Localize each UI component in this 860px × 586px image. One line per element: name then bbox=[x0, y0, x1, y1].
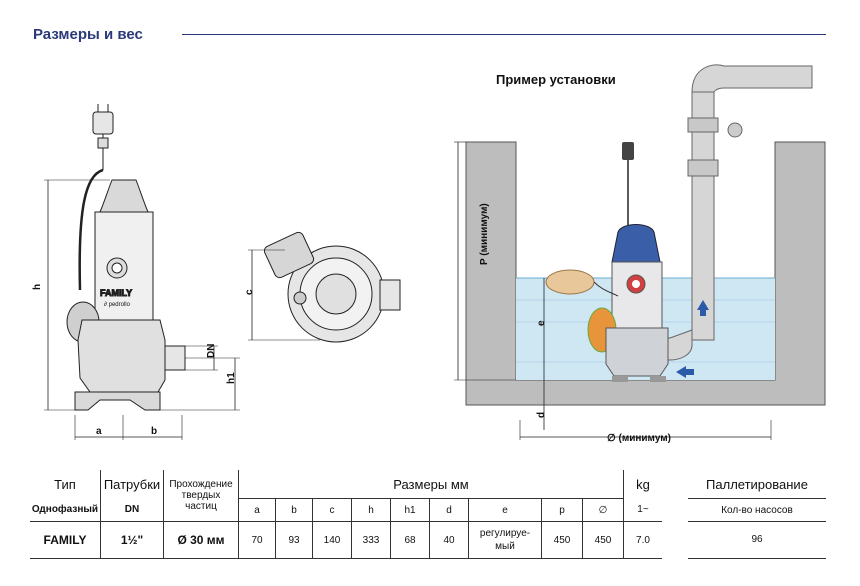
row-dim: 333 bbox=[351, 521, 391, 559]
dim-b: b bbox=[151, 426, 157, 437]
row-type: FAMILY bbox=[43, 533, 87, 547]
section-title: Размеры и вес bbox=[33, 26, 143, 43]
dim-e: e bbox=[536, 320, 547, 326]
dim-p-min: P (минимум) bbox=[479, 203, 490, 265]
dim-c: c bbox=[244, 289, 255, 295]
row-dim: 93 bbox=[275, 521, 313, 559]
row-weight: 7.0 bbox=[623, 521, 662, 559]
dim-header: h1 bbox=[390, 498, 430, 522]
row-dim: 40 bbox=[429, 521, 469, 559]
brand-label: FAMILY bbox=[100, 288, 132, 298]
dim-h: h bbox=[32, 284, 43, 290]
dim-dn: DN bbox=[206, 344, 217, 358]
row-dim-e: регулируе- мый bbox=[468, 521, 542, 559]
row-dim: 70 bbox=[238, 521, 276, 559]
pallet-value: 96 bbox=[688, 522, 826, 559]
pump-top-view bbox=[248, 231, 401, 343]
dim-header: d bbox=[429, 498, 469, 522]
install-title: Пример установки bbox=[496, 72, 616, 87]
col-type: Тип bbox=[54, 476, 76, 492]
dim-d: d bbox=[536, 412, 547, 418]
row-solids: Ø 30 мм bbox=[163, 521, 239, 559]
dim-header: b bbox=[275, 498, 313, 522]
dim-header: e bbox=[468, 498, 542, 522]
dim-header: ∅ bbox=[582, 498, 624, 522]
col-weight-sub: 1~ bbox=[623, 498, 662, 522]
row-dim: 140 bbox=[312, 521, 352, 559]
pallet-title: Паллетирование bbox=[688, 470, 826, 499]
col-ports-sub: DN bbox=[100, 498, 164, 522]
dim-header: c bbox=[312, 498, 352, 522]
table-row: FAMILY 1½" Ø 30 мм 70 93 140 333 68 40 р… bbox=[30, 521, 662, 559]
row-dim: 450 bbox=[541, 521, 583, 559]
pallet-sub: Кол-во насосов bbox=[688, 499, 826, 522]
dim-diam-min: ∅ (минимум) bbox=[607, 433, 671, 444]
row-dim: 450 bbox=[582, 521, 624, 559]
technical-drawing: FAMILY ∂ pedrollo h a b DN h1 bbox=[32, 64, 826, 444]
dim-header: a bbox=[238, 498, 276, 522]
col-dims: Размеры мм bbox=[238, 470, 624, 499]
col-ports: Патрубки bbox=[100, 470, 164, 499]
dim-header: h bbox=[351, 498, 391, 522]
maker-label: ∂ pedrollo bbox=[104, 301, 131, 308]
col-solids: Прохождение твердых частиц bbox=[163, 470, 239, 522]
dim-a: a bbox=[96, 426, 102, 437]
spec-table: Тип Патрубки Прохождение твердых частиц … bbox=[30, 470, 662, 559]
dim-h1: h1 bbox=[226, 372, 237, 384]
col-weight: kg bbox=[623, 470, 662, 499]
row-dim: 68 bbox=[390, 521, 430, 559]
col-type-sub: Однофазный bbox=[31, 504, 99, 516]
pallet-table: Паллетирование Кол-во насосов 96 bbox=[688, 470, 826, 559]
row-ports: 1½" bbox=[100, 521, 164, 559]
dim-header: p bbox=[541, 498, 583, 522]
pump-front-view: FAMILY ∂ pedrollo bbox=[44, 104, 240, 440]
installation-diagram bbox=[454, 64, 826, 440]
title-rule bbox=[182, 34, 826, 35]
